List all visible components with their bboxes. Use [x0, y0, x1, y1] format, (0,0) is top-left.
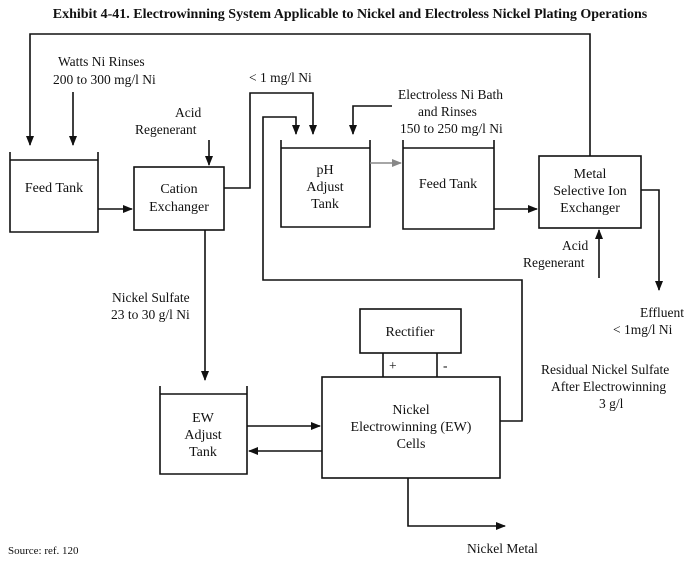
recycle-line-top	[26, 33, 591, 156]
residual-label-1: Residual Nickel Sulfate	[541, 362, 669, 377]
cation-to-ph-line	[224, 92, 317, 189]
lt1-label: < 1 mg/l Ni	[249, 70, 312, 85]
electroless-label-3: 150 to 250 mg/l Ni	[400, 121, 503, 136]
ew-cells-label-1: Nickel	[392, 403, 429, 418]
nickel-sulfate-label-1: Nickel Sulfate	[112, 290, 190, 305]
ew-adjust-tank: EW Adjust Tank	[159, 386, 248, 475]
cation-exchanger: Cation Exchanger	[133, 166, 225, 231]
ew-cells-label-2: Electrowinning (EW)	[351, 420, 472, 435]
feed-tank-2: Feed Tank	[402, 140, 495, 230]
acid-regen-1-label-1: Acid	[175, 105, 201, 120]
ew-adjust-label-3: Tank	[189, 445, 217, 460]
metal-ion-label-1: Metal	[574, 167, 607, 182]
feed-tank-1: Feed Tank	[9, 152, 99, 233]
nickel-metal-label: Nickel Metal	[467, 541, 538, 556]
ph-adjust-tank: pH Adjust Tank	[280, 140, 371, 228]
watts-label-2: 200 to 300 mg/l Ni	[53, 72, 156, 87]
effluent-label-2: < 1mg/l Ni	[613, 322, 673, 337]
ph-adjust-label-2: Adjust	[306, 180, 343, 195]
ew-return-line	[262, 116, 523, 422]
electroless-label-1: Electroless Ni Bath	[398, 87, 503, 102]
exhibit-title: Exhibit 4-41. Electrowinning System Appl…	[53, 7, 648, 22]
acid-regen-1-label-2: Regenerant	[135, 122, 197, 137]
cation-exchanger-label-2: Exchanger	[149, 200, 209, 215]
residual-label-3: 3 g/l	[599, 396, 624, 411]
ew-adjust-label-1: EW	[192, 411, 215, 426]
feed-tank-1-label: Feed Tank	[25, 181, 83, 196]
rectifier-label: Rectifier	[386, 325, 435, 340]
watts-label-1: Watts Ni Rinses	[58, 54, 145, 69]
residual-label-2: After Electrowinning	[551, 379, 666, 394]
metal-ion-label-2: Selective Ion	[553, 184, 626, 199]
ew-adjust-label-2: Adjust	[184, 428, 221, 443]
metal-ion-exchanger: Metal Selective Ion Exchanger	[538, 155, 642, 229]
rectifier-minus-label: -	[443, 358, 448, 373]
effluent-line	[641, 189, 663, 291]
ew-cells: Nickel Electrowinning (EW) Cells	[321, 376, 501, 479]
ph-adjust-label-1: pH	[316, 163, 333, 178]
rectifier-plus-label: +	[389, 358, 397, 373]
electroless-input-line	[349, 105, 392, 135]
cation-exchanger-label-1: Cation	[160, 182, 197, 197]
nickel-sulfate-label-2: 23 to 30 g/l Ni	[111, 307, 190, 322]
metal-ion-label-3: Exchanger	[560, 201, 620, 216]
ph-adjust-label-3: Tank	[311, 197, 339, 212]
electroless-label-2: and Rinses	[418, 104, 477, 119]
acid-regen-2-label-2: Regenerant	[523, 255, 585, 270]
source-note: Source: ref. 120	[8, 545, 79, 557]
feed-tank-2-label: Feed Tank	[419, 177, 477, 192]
ew-cells-label-3: Cells	[397, 437, 426, 452]
nickel-metal-line	[407, 478, 506, 530]
acid-regen-2-label-1: Acid	[562, 238, 588, 253]
rectifier: Rectifier	[359, 308, 462, 354]
effluent-label-1: Effluent	[640, 305, 684, 320]
